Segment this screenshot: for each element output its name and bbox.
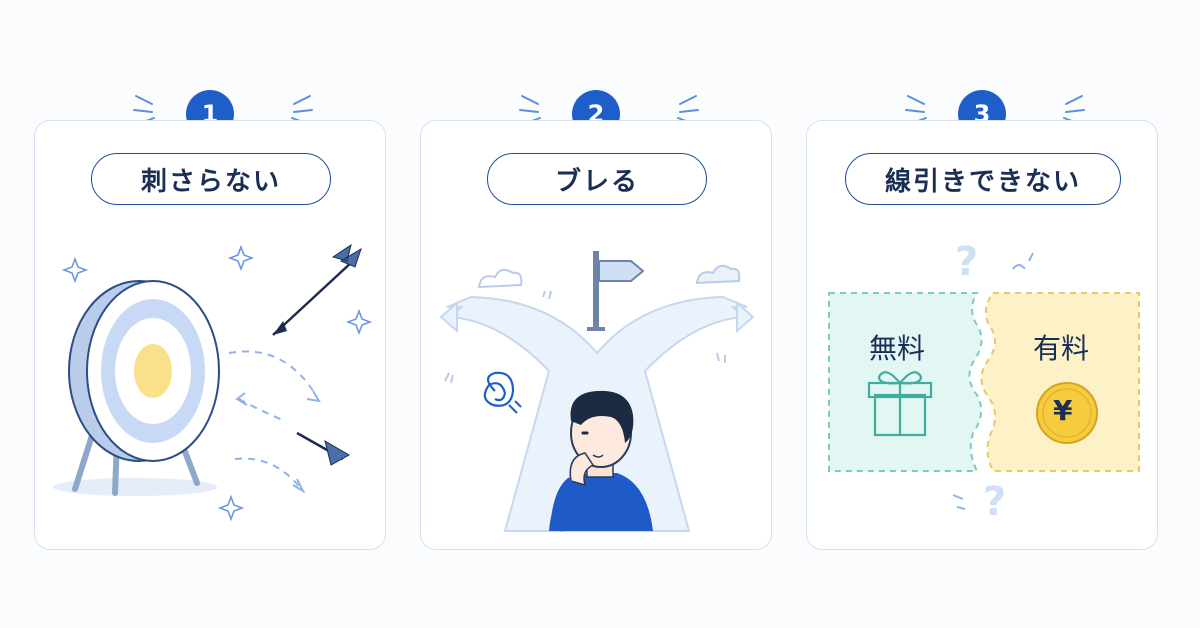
paid-label: 有料: [1033, 332, 1090, 365]
step-3-title: 線引きできない: [845, 153, 1121, 205]
step-3-card: 線引きできない ? ? 無料 有料 ¥: [806, 120, 1158, 550]
step-2-title: ブレる: [487, 153, 707, 205]
yen-coin-icon: [1036, 382, 1098, 444]
yen-symbol: ¥: [1053, 394, 1073, 427]
step-1-title: 刺さらない: [91, 153, 331, 205]
step-2-card: ブレる: [420, 120, 772, 550]
free-vs-paid-illustration: ? ?: [828, 239, 1140, 525]
free-label: 無料: [869, 332, 926, 365]
forked-road-person-illustration: [439, 251, 755, 532]
gift-icon: [867, 371, 933, 437]
target-with-missed-arrows-illustration: [53, 243, 373, 522]
step-1-card: 刺さらない: [34, 120, 386, 550]
svg-text:?: ?: [955, 239, 978, 285]
svg-text:?: ?: [983, 479, 1006, 525]
